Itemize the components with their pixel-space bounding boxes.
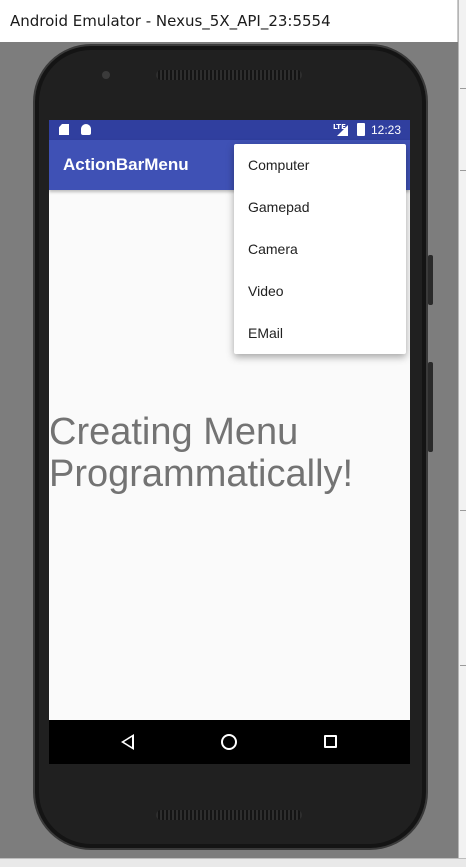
back-icon[interactable] <box>121 734 134 750</box>
battery-icon <box>357 123 365 136</box>
status-time: 12:23 <box>371 123 402 137</box>
status-bar: LTE 12:23 <box>49 120 410 140</box>
power-button[interactable] <box>428 255 433 305</box>
content-line-2: Programmatically! <box>49 453 354 495</box>
background-window-strip <box>458 0 466 867</box>
window-title: Android Emulator - Nexus_5X_API_23:5554 <box>10 12 331 30</box>
top-speaker <box>156 70 302 80</box>
menu-item-gamepad[interactable]: Gamepad <box>248 199 310 215</box>
device-screen: LTE 12:23 ActionBarMenu Creating Menu Pr… <box>49 120 410 764</box>
home-icon[interactable] <box>221 734 237 750</box>
action-bar-title: ActionBarMenu <box>63 155 189 174</box>
background-window-bottom <box>0 858 466 867</box>
overflow-menu: Computer Gamepad Camera Video EMail <box>234 144 406 354</box>
main-content-text: Creating Menu Programmatically! <box>49 411 410 495</box>
network-type-label: LTE <box>333 123 346 131</box>
front-camera <box>102 71 110 79</box>
android-icon <box>81 124 91 135</box>
menu-item-camera[interactable]: Camera <box>248 241 298 257</box>
menu-item-computer[interactable]: Computer <box>248 157 310 173</box>
signal-icon <box>337 125 348 136</box>
emulator-titlebar: Android Emulator - Nexus_5X_API_23:5554 <box>0 0 458 42</box>
content-line-1: Creating Menu <box>49 411 299 453</box>
recents-icon[interactable] <box>324 735 337 748</box>
navigation-bar <box>49 720 410 764</box>
volume-button[interactable] <box>428 362 433 452</box>
menu-item-video[interactable]: Video <box>248 283 284 299</box>
menu-item-email[interactable]: EMail <box>248 325 284 341</box>
sd-card-icon <box>59 124 69 135</box>
bottom-speaker <box>156 810 302 820</box>
